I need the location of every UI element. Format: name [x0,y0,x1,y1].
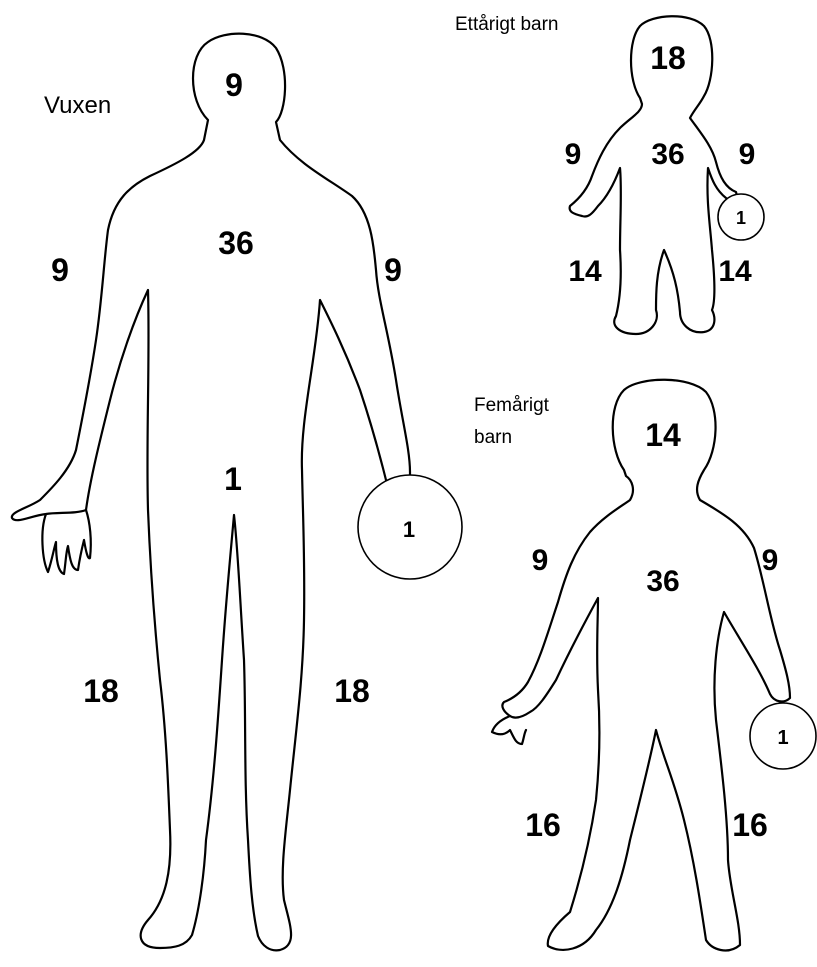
one-year-child-head-value: 18 [650,40,686,76]
five-year-child-figure [492,380,816,951]
one-year-child-label: Ettårigt barn [455,14,559,35]
one-year-child-palm-value: 1 [736,208,746,228]
one-year-child-leg-right-value: 14 [718,255,752,288]
five-year-child-head-value: 14 [645,417,681,453]
one-year-child-arm-right-value: 9 [739,138,756,171]
five-year-child-label-line2: barn [474,427,512,448]
adult-arm-right-value: 9 [384,252,402,288]
adult-leg-left-value: 18 [83,673,119,709]
five-year-child-arm-right-value: 9 [762,544,779,577]
adult-head-value: 9 [225,67,243,103]
one-year-child-arm-left-value: 9 [565,138,582,171]
adult-genitals-value: 1 [224,461,242,497]
one-year-child-leg-left-value: 14 [568,255,602,288]
adult-leg-right-value: 18 [334,673,370,709]
adult-label: Vuxen [44,92,111,119]
adult-arm-left-value: 9 [51,252,69,288]
adult-hand-left [42,510,90,574]
one-year-child-trunk-value: 36 [651,138,684,171]
five-year-child-trunk-value: 36 [646,565,679,598]
five-year-child-palm-value: 1 [777,727,788,749]
five-year-child-leg-right-value: 16 [732,807,768,843]
adult-trunk-value: 36 [218,225,254,261]
five-year-child-outline [502,380,790,951]
five-year-child-arm-left-value: 9 [532,544,549,577]
five-year-child-hand-left [492,716,526,744]
adult-outline [12,34,410,951]
five-year-child-label-line1: Femårigt [474,395,550,416]
adult-palm-value: 1 [403,517,415,542]
five-year-child-leg-left-value: 16 [525,807,561,843]
